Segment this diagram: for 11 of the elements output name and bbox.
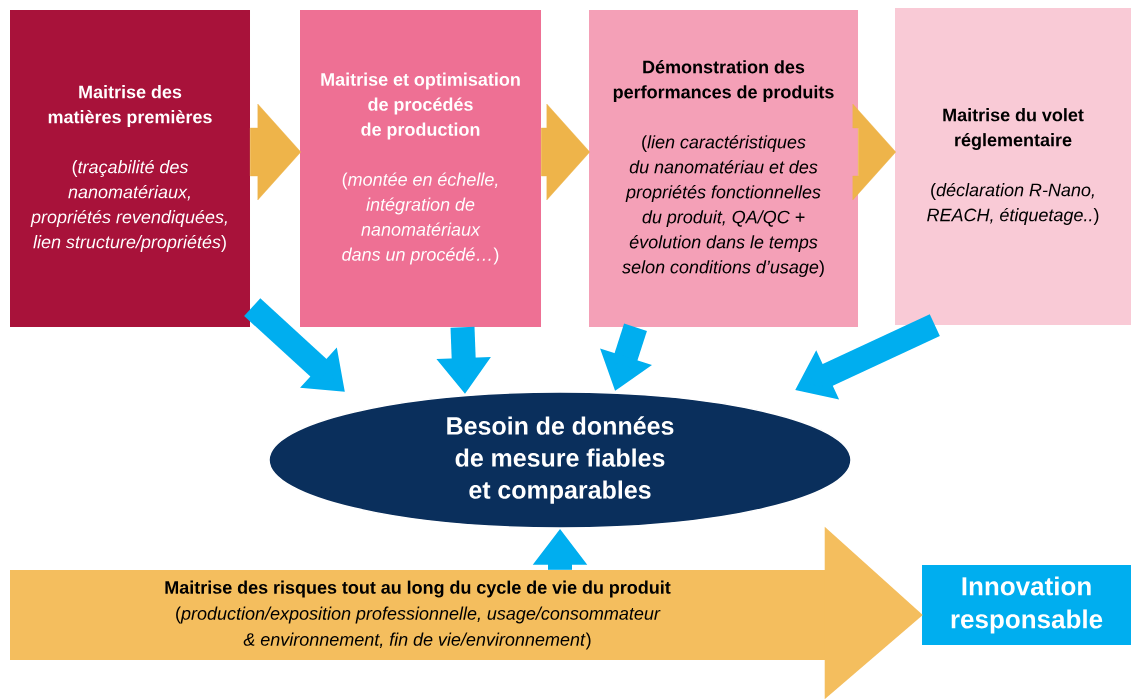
arrow (250, 103, 301, 201)
arrow (541, 103, 590, 201)
process-box: Maitrise du volet réglementaire (déclaration R-Nano, REACH, étiquetage..) (895, 8, 1131, 325)
process-box: Maitrise des matières premières (traçabilité des nanomatériaux, propriétés revendiquées, lien structure/propriétés) (10, 10, 250, 327)
arrow (852, 103, 896, 201)
node-label: (production/exposition professionnelle, usage/consommateur & environnement, fin de vie/environnement) (176, 606, 661, 650)
node-label: Maitrise des risques tout au long du cycle de vie du produit (165, 580, 671, 598)
process-box: Démonstration des performances de produits (lien caractéristiques du nanomatériau et des propriétés fonctionnelles du produit, QA/QC + évolution dans le temps selon conditions d’usage) (589, 10, 858, 327)
process-box: Maitrise et optimisation de procédés de production (montée en échelle, intégration de nanomatériaux dans un procédé…) (300, 10, 541, 327)
arrowhead (824, 526, 923, 699)
label-box: Innovation responsable (922, 565, 1131, 645)
